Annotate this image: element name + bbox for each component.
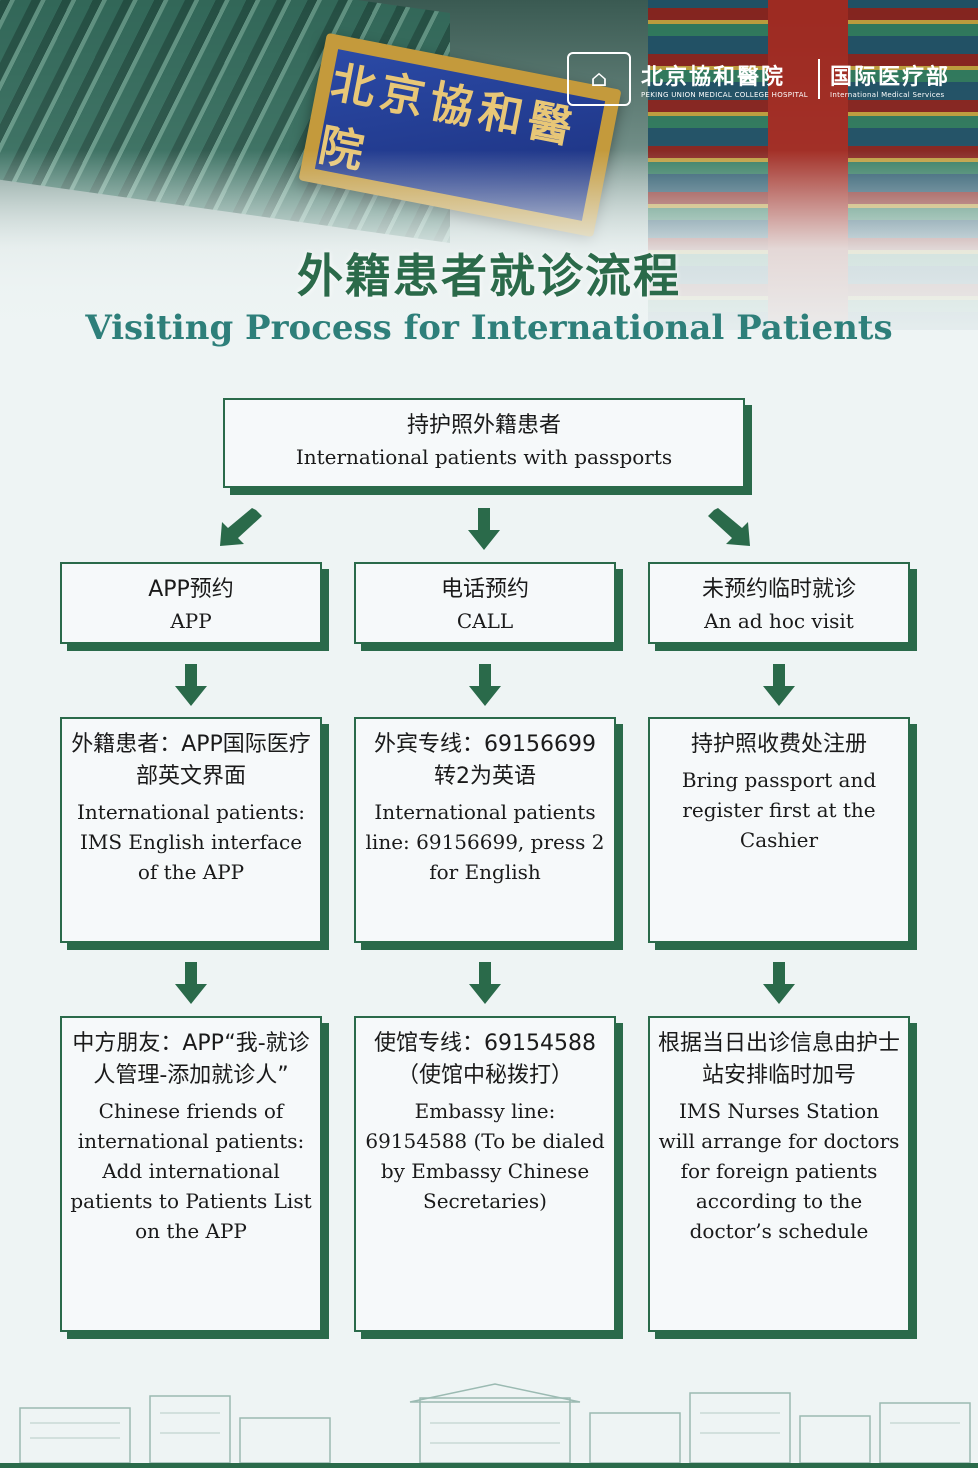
dept-name-cn: 国际医疗部 — [829, 64, 950, 90]
start-label-en: International patients with passports — [295, 445, 673, 469]
adhoc-step3-box: 根据当日出诊信息由护士站安排临时加号 IMS Nurses Station wi… — [648, 1016, 910, 1332]
arrow-down-left-icon — [220, 508, 262, 546]
arrow-down-icon — [469, 962, 501, 1004]
hospital-skyline-illustration — [0, 1383, 978, 1468]
dept-name-en: International Medical Services — [829, 91, 945, 99]
call-step2-en: International patients line: 69156699, p… — [365, 800, 605, 884]
app-booking-en: APP — [170, 609, 212, 633]
page-title-en: Visiting Process for International Patie… — [85, 308, 893, 348]
logo-name-cn: 北京協和醫院 — [640, 64, 785, 90]
app-step2-cn: 外籍患者：APP国际医疗部英文界面 — [71, 732, 311, 789]
arrow-down-icon — [763, 664, 795, 706]
app-booking-cn: APP预约 — [148, 577, 234, 602]
arrow-down-icon — [175, 962, 207, 1004]
app-step3-en: Chinese friends of international patient… — [70, 1099, 312, 1243]
call-step3-cn: 使馆专线：69154588（使馆中秘拨打） — [374, 1031, 596, 1088]
logo-divider — [817, 59, 820, 99]
hospital-seal-icon: ⌂ — [566, 52, 631, 106]
arrow-down-icon — [763, 962, 795, 1004]
adhoc-visit-cn: 未预约临时就诊 — [701, 577, 856, 602]
adhoc-step3-en: IMS Nurses Station will arrange for doct… — [658, 1099, 900, 1243]
dept-text: 国际医疗部 International Medical Services — [830, 59, 950, 99]
banner-fade — [0, 150, 978, 360]
hospital-logo: ⌂ 北京協和醫院 PEKING UNION MEDICAL COLLEGE HO… — [566, 52, 950, 106]
adhoc-step2-en: Bring passport and register first at the… — [681, 768, 877, 852]
adhoc-step2-box: 持护照收费处注册 Bring passport and register fir… — [648, 717, 910, 943]
header-banner: 北京協和醫院 ⌂ 北京協和醫院 PEKING UNION MEDICAL COL… — [0, 0, 978, 360]
start-label-cn: 持护照外籍患者 — [406, 413, 561, 438]
start-box: 持护照外籍患者 International patients with pass… — [223, 398, 745, 488]
logo-name-en: PEKING UNION MEDICAL COLLEGE HOSPITAL — [640, 91, 808, 99]
app-step2-en: International patients: IMS English inte… — [77, 800, 305, 884]
call-step3-en: Embassy line: 69154588 (To be dialed by … — [365, 1099, 605, 1213]
adhoc-step3-cn: 根据当日出诊信息由护士站安排临时加号 — [658, 1031, 901, 1088]
arrow-down-icon — [468, 508, 500, 550]
call-step2-cn: 外宾专线：69156699转2为英语 — [374, 732, 596, 789]
adhoc-visit-box: 未预约临时就诊 An ad hoc visit — [648, 562, 910, 644]
arrow-down-right-icon — [708, 508, 750, 546]
logo-text: 北京協和醫院 PEKING UNION MEDICAL COLLEGE HOSP… — [641, 59, 808, 99]
arrow-down-icon — [469, 664, 501, 706]
arrow-down-icon — [175, 664, 207, 706]
app-booking-box: APP预约 APP — [60, 562, 322, 644]
call-booking-en: CALL — [456, 609, 514, 633]
app-step2-box: 外籍患者：APP国际医疗部英文界面 International patients… — [60, 717, 322, 943]
call-booking-box: 电话预约 CALL — [354, 562, 616, 644]
call-booking-cn: 电话预约 — [440, 577, 529, 602]
app-step3-cn: 中方朋友：APP“我-就诊人管理-添加就诊人” — [72, 1031, 310, 1088]
call-step3-box: 使馆专线：69154588（使馆中秘拨打） Embassy line: 6915… — [354, 1016, 616, 1332]
call-step2-box: 外宾专线：69156699转2为英语 International patient… — [354, 717, 616, 943]
app-step3-box: 中方朋友：APP“我-就诊人管理-添加就诊人” Chinese friends … — [60, 1016, 322, 1332]
adhoc-step2-cn: 持护照收费处注册 — [690, 732, 867, 757]
page-title-cn: 外籍患者就诊流程 — [297, 249, 681, 303]
adhoc-visit-en: An ad hoc visit — [704, 609, 854, 633]
